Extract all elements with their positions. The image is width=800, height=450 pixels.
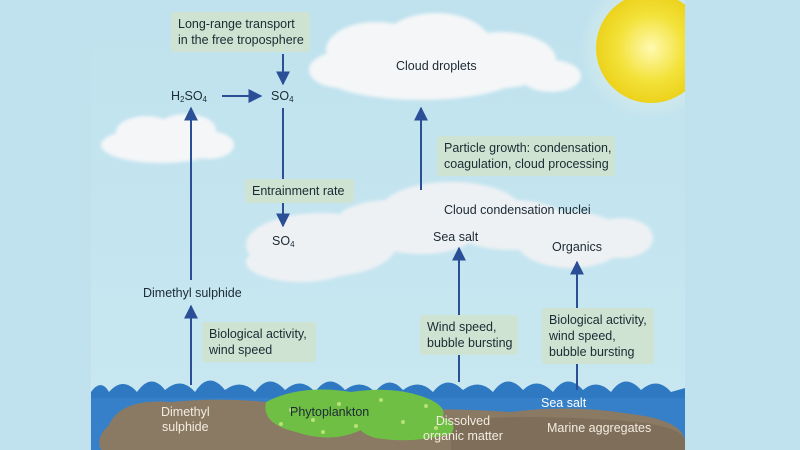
h2so4-sub-2: 2 xyxy=(180,95,185,104)
dms-sea-line-2: sulphide xyxy=(162,420,209,434)
so4-cloud-sub: 4 xyxy=(290,240,295,249)
entrainment-line-1: Entrainment rate xyxy=(252,184,345,198)
bio-wind-bubble-line-2: wind speed, xyxy=(549,329,616,343)
phytoplankton-bloom xyxy=(265,389,454,441)
h2so4-sub-4: 4 xyxy=(202,95,207,104)
bio-wind-bubble-line-1: Biological activity, xyxy=(549,313,647,327)
cloud-droplets-cloud xyxy=(309,13,581,100)
particle-growth-box: Particle growth: condensation, coagulati… xyxy=(437,136,615,176)
phytoplankton-label: Phytoplankton xyxy=(290,405,370,419)
organics-label: Organics xyxy=(552,240,603,254)
h2so4-h: H xyxy=(171,89,181,103)
sun-icon xyxy=(579,0,685,120)
so4-cloud-label: SO4 xyxy=(272,234,295,252)
long-range-line-2: in the free troposphere xyxy=(178,33,304,47)
bio-wind-line-1: Biological activity, xyxy=(209,327,307,341)
sea-salt-water-label: Sea salt xyxy=(541,396,587,410)
biological-wind-bubble-box: Biological activity, wind speed, bubble … xyxy=(542,308,654,364)
marine-aggregates-label: Marine aggregates xyxy=(547,421,652,435)
dimethyl-sulphide-sea-label: Dimethyl sulphide xyxy=(161,405,210,435)
long-range-transport-box: Long-range transport in the free troposp… xyxy=(171,12,310,52)
dms-sea-line-1: Dimethyl xyxy=(161,405,210,419)
cloud-droplets-label: Cloud droplets xyxy=(396,59,477,73)
dissolved-line-2: organic matter xyxy=(423,429,503,443)
particle-growth-line-1: Particle growth: condensation, xyxy=(444,141,612,155)
dissolved-organic-matter-label: Dissolved organic matter xyxy=(423,414,503,444)
diagram-artwork xyxy=(91,0,685,450)
sea-salt-cloud-label: Sea salt xyxy=(433,230,479,244)
so4-cloud-so: SO xyxy=(272,234,291,248)
diagram-panel: Long-range transport in the free troposp… xyxy=(91,0,685,450)
h2so4-label: H2SO4 xyxy=(171,89,207,107)
entrainment-rate-box: Entrainment rate xyxy=(245,179,354,203)
so4-top-label: SO4 xyxy=(271,89,294,107)
dimethyl-sulphide-air-label: Dimethyl sulphide xyxy=(143,286,242,300)
dissolved-line-1: Dissolved xyxy=(435,414,491,428)
particle-growth-line-2: coagulation, cloud processing xyxy=(444,157,609,171)
long-range-line-1: Long-range transport xyxy=(178,17,295,31)
small-cloud xyxy=(101,114,234,163)
bio-wind-bubble-line-3: bubble bursting xyxy=(549,345,635,359)
h2so4-so: SO xyxy=(184,89,203,103)
wind-bubble-line-1: Wind speed, xyxy=(427,320,497,334)
so4-top-sub: 4 xyxy=(289,95,294,104)
bio-wind-line-2: wind speed xyxy=(209,343,273,357)
so4-top-so: SO xyxy=(271,89,290,103)
biological-activity-box: Biological activity, wind speed xyxy=(202,322,316,362)
ccn-label: Cloud condensation nuclei xyxy=(444,203,591,217)
condensation-nuclei-cloud xyxy=(246,182,653,282)
wind-speed-bubble-box: Wind speed, bubble bursting xyxy=(420,315,518,355)
wind-bubble-line-2: bubble bursting xyxy=(427,336,513,350)
